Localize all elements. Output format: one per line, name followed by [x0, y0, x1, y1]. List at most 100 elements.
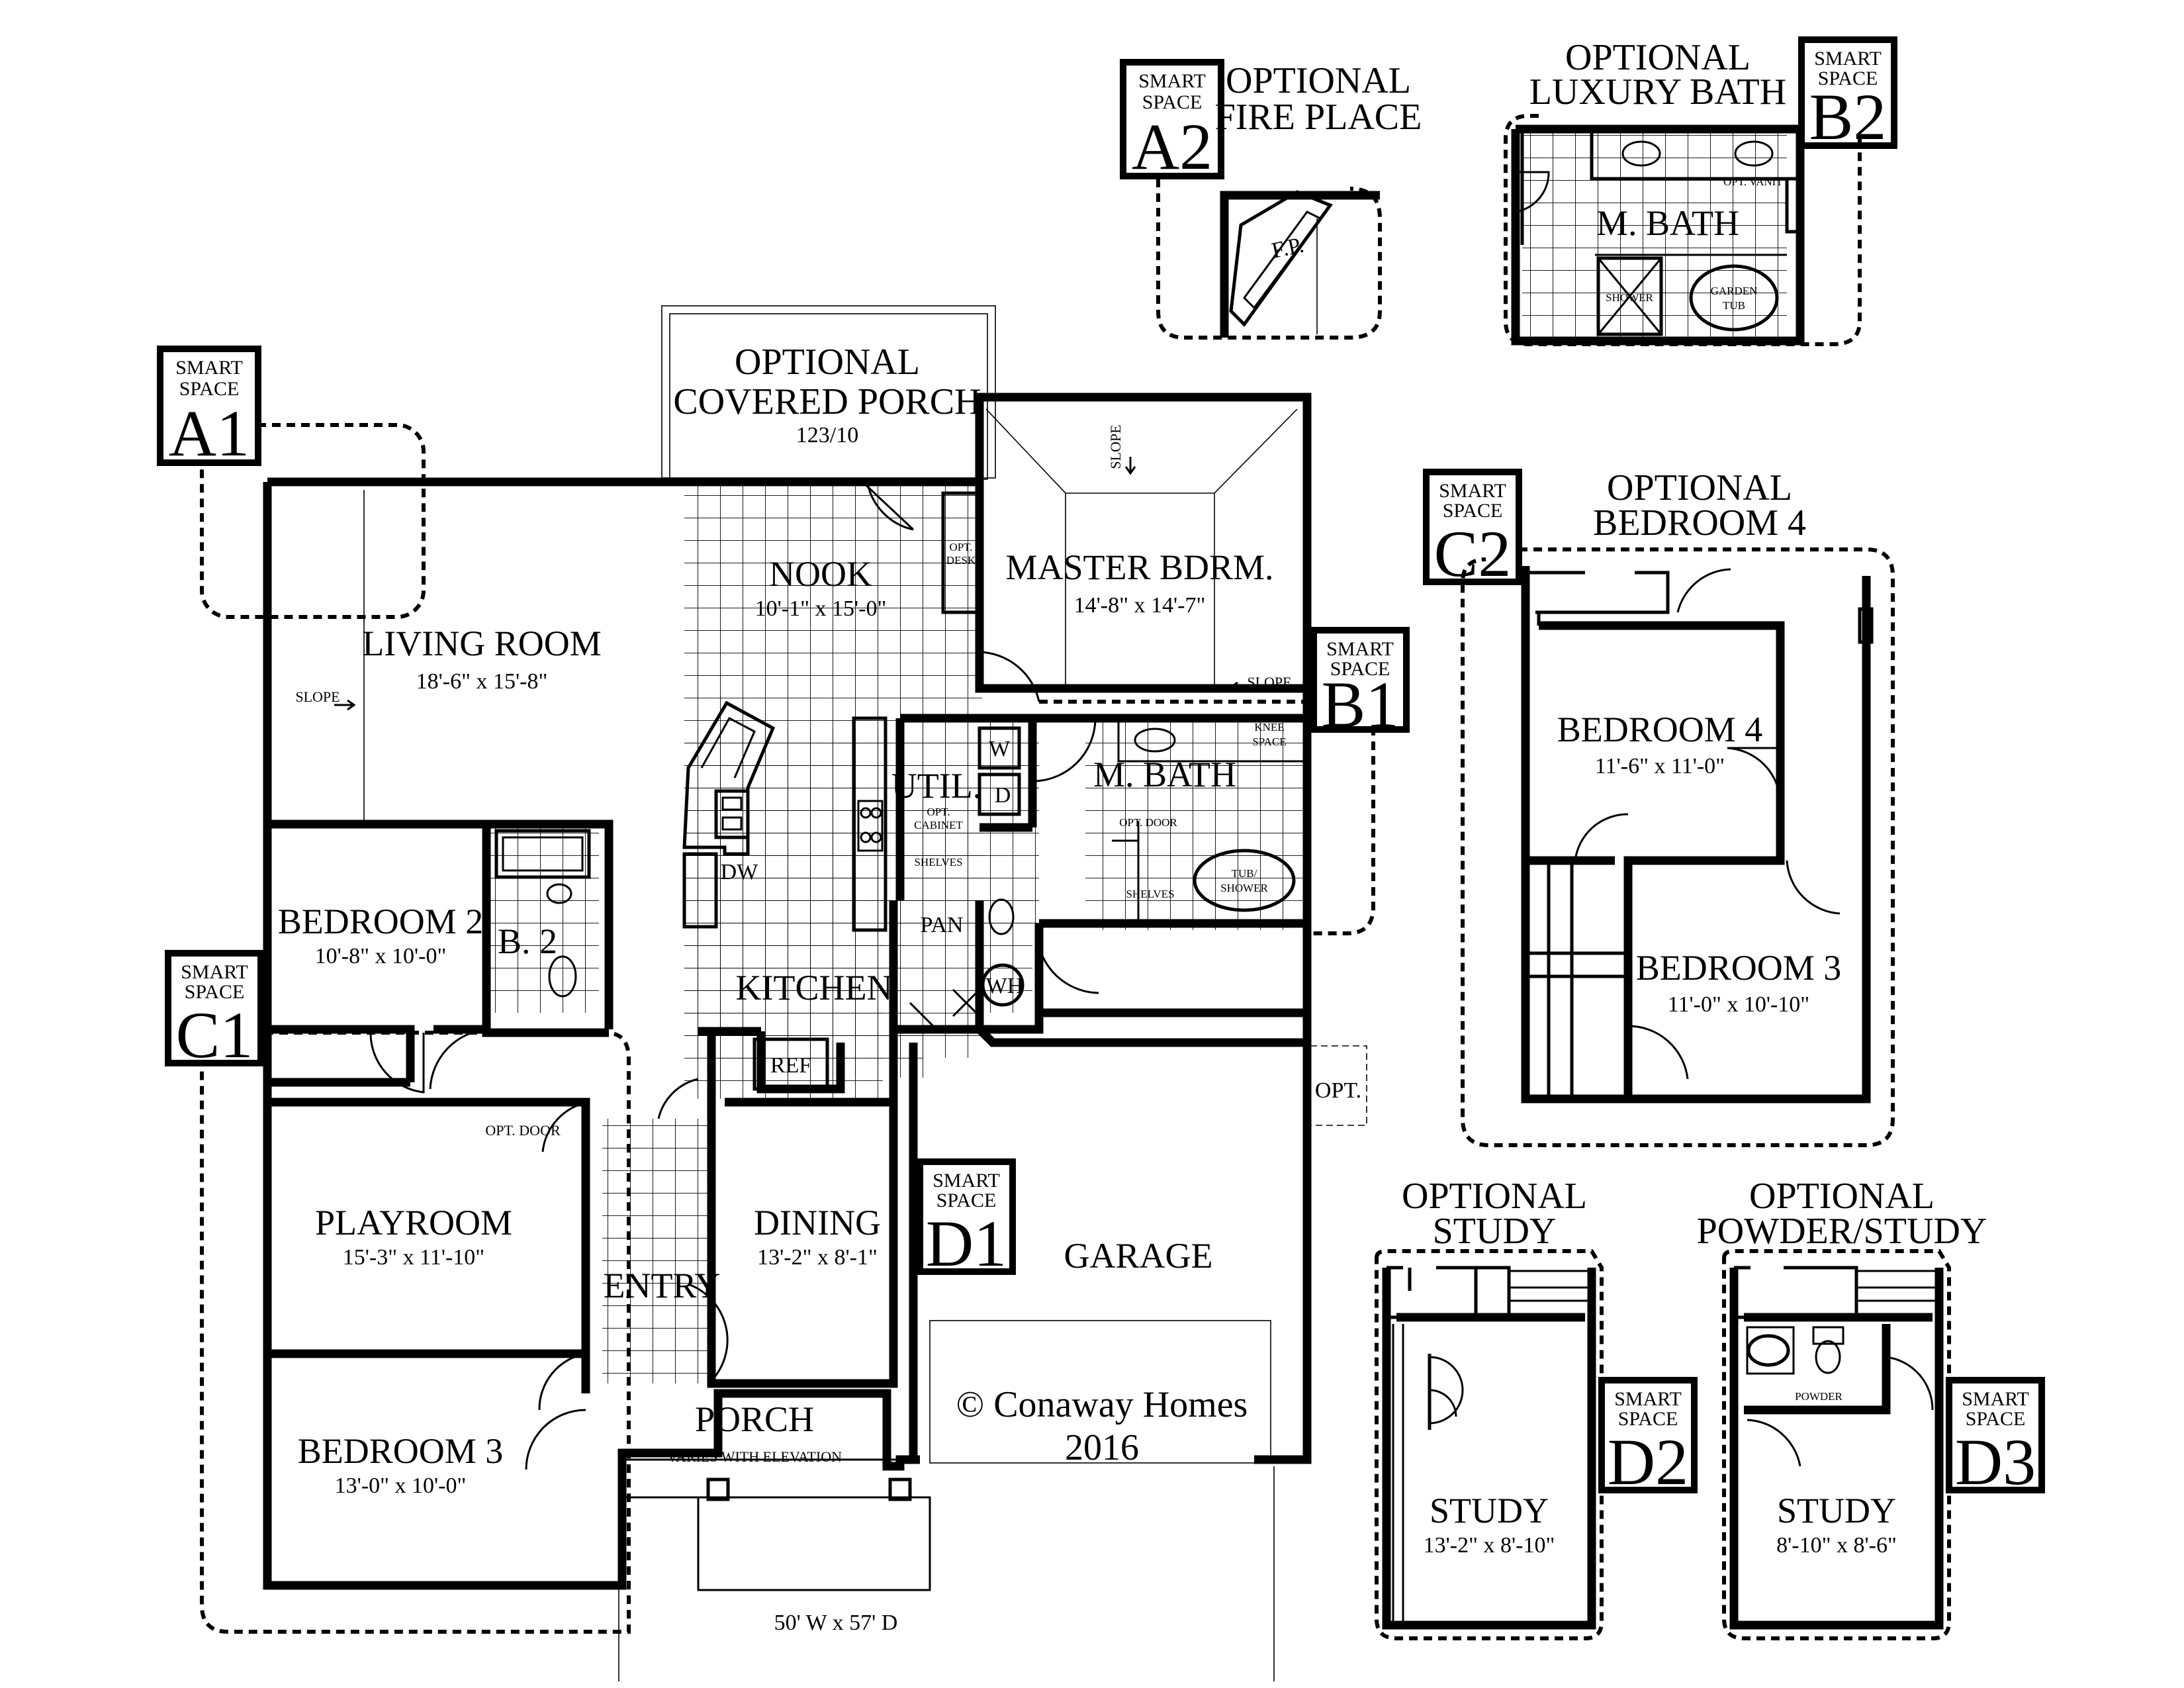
smart-space-b2-line2: SPACE	[1818, 68, 1878, 89]
entry-label: ENTRY	[603, 1266, 720, 1305]
bedroom4-name: BEDROOM 4	[1557, 710, 1763, 749]
opt-cabinet-label: OPT.	[927, 806, 950, 818]
smart-space-c1-line2: SPACE	[185, 981, 245, 1003]
smart-space-b1: SMART SPACE B1	[1310, 627, 1410, 741]
nook-dim: 10'-1" x 15'-0"	[755, 596, 887, 621]
option-powder-study: OPTIONAL POWDER/STUDY POWDER STUDY 8'-10…	[1697, 1176, 1987, 1640]
smart-space-c1-code: C1	[176, 998, 253, 1072]
smart-space-c2-line2: SPACE	[1443, 500, 1503, 522]
opt-door-hall-label: OPT. DOOR	[485, 1122, 561, 1139]
living-room-label: LIVING ROOM	[362, 624, 601, 663]
fireplace-title-2: FIRE PLACE	[1215, 97, 1422, 138]
wh-label: WH	[986, 974, 1024, 998]
nook-label: NOOK	[769, 554, 872, 594]
bedroom2-label: BEDROOM 2	[278, 902, 484, 941]
bedroom3-label: BEDROOM 3	[298, 1431, 504, 1471]
smart-space-d1: SMART SPACE D1	[917, 1158, 1016, 1280]
luxury-bath-garden-tub-1: GARDEN	[1711, 285, 1758, 297]
smart-space-d2-line2: SPACE	[1618, 1408, 1678, 1430]
powder-study-dim: 8'-10" x 8'-6"	[1776, 1533, 1897, 1558]
option-bedroom4: OPTIONAL BEDROOM 4 BEDROOM 4 11'-6" x 11…	[1461, 467, 1895, 1147]
smart-space-d1-line1: SMART	[933, 1170, 1000, 1192]
opt-door-bath-label: OPT. DOOR	[1119, 816, 1177, 829]
opt-cabinet-label-2: CABINET	[914, 819, 963, 831]
knee-space-label-2: SPACE	[1252, 735, 1286, 748]
util-label: UTIL.	[891, 766, 981, 806]
luxury-bath-shower: SHOWER	[1606, 291, 1653, 304]
smart-space-a1: SMART SPACE A1	[157, 346, 261, 470]
smart-space-b2-code: B2	[1809, 80, 1887, 154]
main-house: OPTIONAL COVERED PORCH 123/10 NOOK 10'-1…	[200, 305, 1375, 1681]
smart-space-d3-code: D3	[1955, 1425, 2036, 1499]
kitchen-label: KITCHEN	[736, 968, 893, 1008]
smart-space-d1-line2: SPACE	[936, 1190, 997, 1211]
smart-space-c1-line1: SMART	[181, 961, 248, 983]
smart-space-d3-line2: SPACE	[1966, 1408, 2026, 1430]
luxury-bath-title-2: LUXURY BATH	[1529, 71, 1786, 113]
playroom-dim: 15'-3" x 11'-10"	[343, 1245, 484, 1270]
pan-label: PAN	[921, 913, 964, 937]
option-fireplace: OPTIONAL FIRE PLACE F.P.	[1156, 60, 1422, 340]
smart-space-a1-line1: SMART	[175, 357, 243, 379]
opt-garage-label: OPT.	[1315, 1078, 1361, 1103]
porch-label: PORCH	[695, 1399, 814, 1439]
smart-space-c2-line1: SMART	[1439, 480, 1506, 502]
garage-label: GARAGE	[1064, 1236, 1213, 1276]
bedroom2-dim: 10'-8" x 10'-0"	[315, 944, 447, 968]
playroom-label: PLAYROOM	[315, 1203, 512, 1243]
master-bedroom-label: MASTER BDRM.	[1005, 547, 1273, 587]
shelves-bath-label: SHELVES	[1126, 888, 1174, 900]
powder-study-name: STUDY	[1777, 1491, 1896, 1530]
covered-porch-dim: 123/10	[796, 423, 858, 447]
smart-space-d3-line1: SMART	[1962, 1388, 2029, 1410]
smart-space-d3: SMART SPACE D3	[1946, 1377, 2045, 1499]
porch-note: VARIES WITH ELEVATION	[667, 1448, 842, 1465]
option-study: OPTIONAL STUDY STUDY 13'-2" x 8'-10"	[1375, 1176, 1604, 1640]
bedroom4-bed3-name: BEDROOM 3	[1636, 948, 1842, 988]
luxury-bath-title-1: OPTIONAL	[1565, 37, 1751, 78]
luxury-bath-name: M. BATH	[1596, 203, 1739, 243]
opt-desk-label-2: DESK	[946, 554, 976, 567]
m-bath-label: M. BATH	[1093, 755, 1236, 794]
bedroom4-title-2: BEDROOM 4	[1593, 502, 1806, 543]
smart-space-b1-code: B1	[1322, 668, 1399, 741]
dryer-label: D	[995, 783, 1011, 808]
luxury-bath-opt-vanity: OPT. VANITY	[1723, 175, 1791, 188]
ref-label: REF	[770, 1053, 811, 1078]
powder-study-title-1: OPTIONAL	[1749, 1176, 1934, 1217]
smart-space-b1-line1: SMART	[1326, 638, 1394, 660]
knee-space-label: KNEE	[1254, 721, 1284, 733]
option-luxury-bath: OPTIONAL LUXURY BATH M. BATH OPT. VANITY…	[1504, 37, 1862, 346]
smart-space-c2-code: C2	[1434, 517, 1512, 590]
luxury-bath-garden-tub-2: TUB	[1723, 299, 1745, 312]
slope-master-label: SLOPE	[1107, 424, 1124, 469]
bedroom4-dim: 11'-6" x 11'-0"	[1595, 754, 1725, 778]
smart-space-c2: SMART SPACE C2	[1423, 469, 1522, 590]
smart-space-a2-line1: SMART	[1138, 70, 1206, 92]
slope-master2-label: SLOPE	[1247, 674, 1291, 690]
smart-space-d2-line1: SMART	[1614, 1388, 1682, 1410]
tub-shower-label: TUB/	[1232, 867, 1257, 880]
study-dim: 13'-2" x 8'-10"	[1424, 1533, 1555, 1558]
shelves-util-label: SHELVES	[914, 856, 962, 868]
fireplace-fp-label: F.P.	[1269, 233, 1306, 263]
slope-living-label: SLOPE	[295, 688, 340, 705]
covered-porch-label-2: COVERED PORCH	[673, 381, 981, 422]
study-name: STUDY	[1430, 1491, 1549, 1530]
tub-shower-label-2: SHOWER	[1220, 882, 1268, 894]
smart-space-a2-line2: SPACE	[1142, 91, 1203, 113]
smart-space-a1-code: A1	[169, 397, 250, 470]
smart-space-d1-code: D1	[926, 1207, 1007, 1280]
washer-label: W	[989, 737, 1011, 761]
fireplace-title-1: OPTIONAL	[1226, 60, 1411, 101]
dining-label: DINING	[754, 1203, 881, 1243]
dining-dim: 13'-2" x 8'-1"	[757, 1245, 878, 1270]
smart-space-b2-line1: SMART	[1814, 48, 1882, 70]
smart-space-a1-line2: SPACE	[179, 378, 240, 400]
study-title-2: STUDY	[1433, 1211, 1557, 1252]
copyright-line2: 2016	[1065, 1427, 1139, 1468]
smart-space-d2-code: D2	[1608, 1425, 1688, 1499]
powder-label: POWDER	[1795, 1390, 1843, 1403]
smart-space-b2: SMART SPACE B2	[1798, 36, 1897, 154]
covered-porch-label: OPTIONAL	[735, 342, 920, 383]
